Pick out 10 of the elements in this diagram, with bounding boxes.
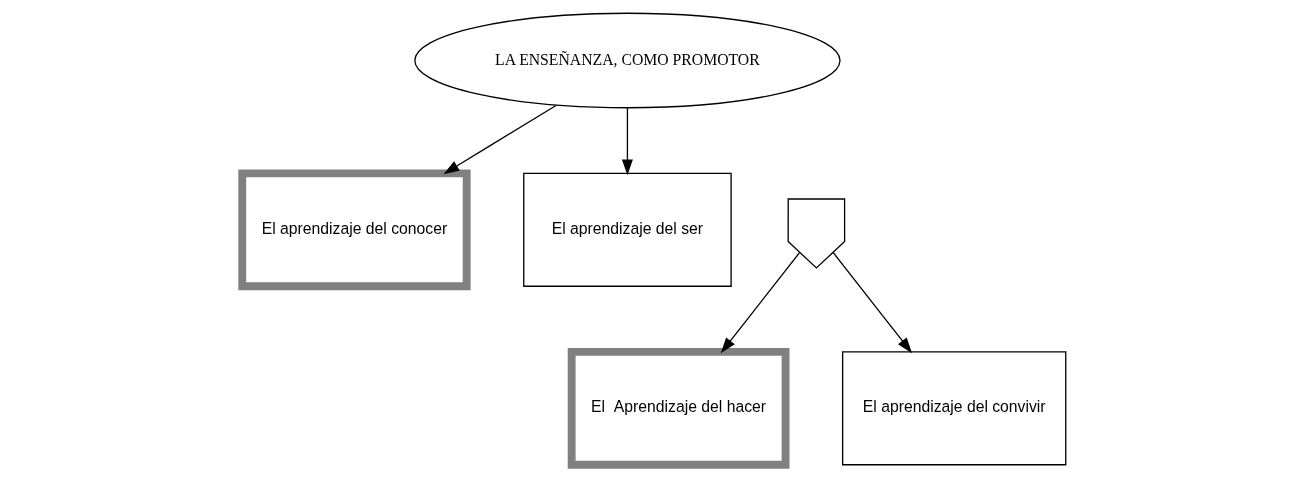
arrow [720, 252, 801, 354]
node-box: El aprendizaje del convivir [842, 351, 1067, 466]
node-arrow [787, 198, 846, 269]
arrow [832, 252, 913, 354]
node-box: El aprendizaje del ser [523, 172, 732, 287]
arrow [621, 107, 633, 176]
arrow [443, 104, 558, 175]
node-box: El Aprendizaje del hacer [567, 347, 790, 469]
node-ellipse: LA ENSEÑANZA, COMO PROMOTOR [414, 12, 841, 109]
node-box: El aprendizaje del conocer [238, 169, 471, 291]
